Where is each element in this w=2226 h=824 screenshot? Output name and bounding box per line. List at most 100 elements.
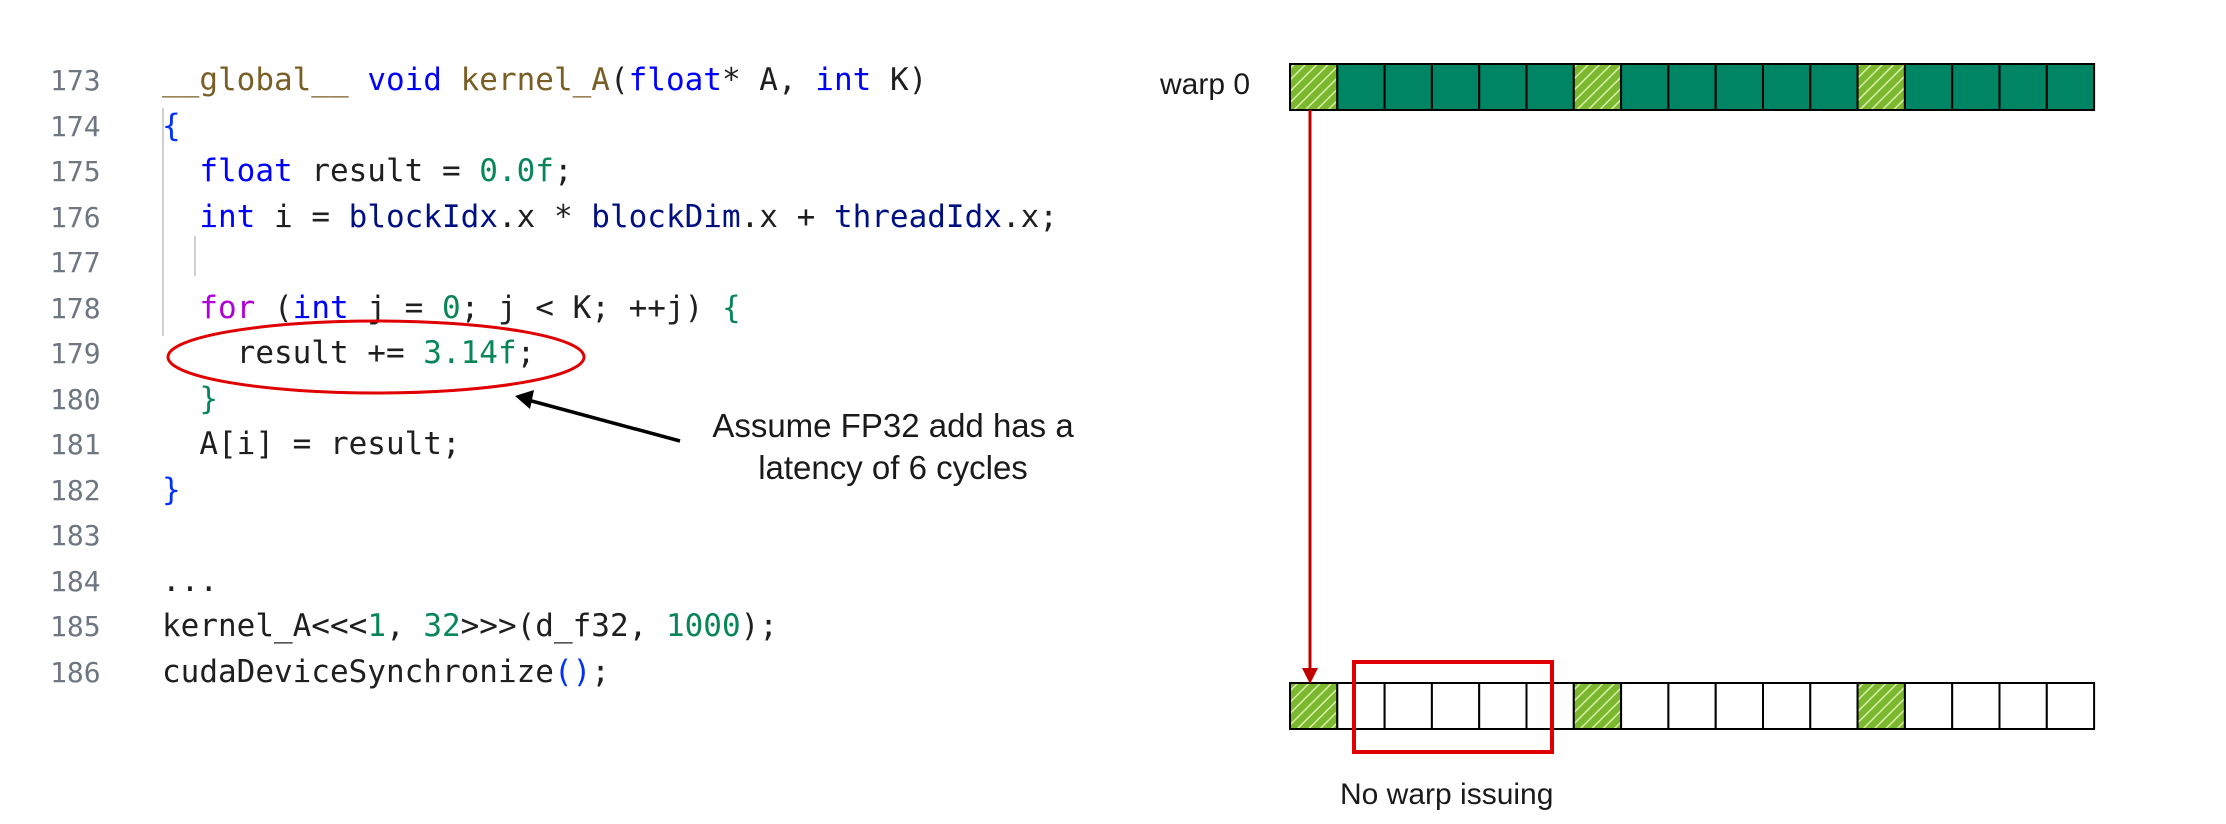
line-number: 177 — [50, 246, 101, 279]
cycle-cell — [1620, 63, 1670, 111]
code-token: K) — [871, 62, 928, 98]
line-number: 173 — [50, 64, 101, 97]
warp-row-issue — [1289, 682, 2096, 730]
indent-guide — [162, 108, 164, 336]
code-token: cudaDeviceSynchronize — [162, 653, 554, 690]
cycle-cell — [1336, 682, 1386, 730]
cycle-cell — [1903, 682, 1954, 730]
highlight-ellipse — [166, 319, 586, 395]
issue-cycle-cell — [1572, 682, 1623, 730]
annotation-line-1: Assume FP32 add has a — [712, 407, 1074, 444]
code-token: kernel_A<<< — [162, 608, 368, 644]
cycle-cell — [1998, 63, 2048, 111]
indent-guide — [194, 236, 196, 276]
timeline-arrowhead — [1302, 668, 1318, 684]
line-number: 178 — [50, 291, 101, 325]
code-token: 0 — [441, 289, 461, 326]
code-token: __global__ — [162, 62, 349, 98]
warp-row-active — [1289, 63, 2096, 111]
code-token: blockDim — [591, 198, 741, 235]
issue-cycle-cell — [1289, 682, 1339, 730]
code-token: ( — [609, 62, 629, 98]
code-token: ... — [162, 562, 218, 599]
code-line: } — [162, 381, 218, 417]
code-token: } — [162, 471, 181, 508]
no-warp-issuing-label: No warp issuing — [1340, 778, 1554, 811]
line-number: 185 — [50, 610, 101, 643]
code-line: for (int j = 0; j < K; ++j) { — [162, 289, 741, 326]
code-token: ( — [255, 289, 293, 326]
cycle-cell — [1951, 682, 2001, 730]
cycle-cell — [1998, 682, 2048, 730]
code-token: int — [815, 62, 872, 98]
code-token: .x; — [1001, 198, 1058, 235]
cycle-cell — [1762, 63, 1812, 111]
code-token: ; — [553, 153, 573, 189]
annotation-arrowhead — [515, 390, 534, 409]
code-token: () — [553, 653, 592, 690]
annotation-line-2: latency of 6 cycles — [758, 449, 1028, 486]
code-token: 1 — [367, 608, 386, 644]
cycle-cell — [1714, 682, 1764, 730]
code-token: for — [199, 289, 256, 326]
code-token: ; — [591, 653, 610, 690]
line-number: 174 — [50, 109, 101, 143]
code-token: 32 — [423, 608, 461, 644]
cycle-cell — [1430, 63, 1481, 111]
code-token: .x + — [740, 198, 834, 235]
code-token: float — [199, 153, 293, 189]
line-number: 175 — [50, 155, 101, 188]
code-token: result = — [292, 153, 480, 189]
cycle-cell — [1620, 682, 1670, 730]
cycle-cell — [1714, 63, 1764, 111]
cycle-cell — [1809, 682, 1859, 730]
line-number: 176 — [50, 200, 101, 234]
idle-highlight-box — [1352, 660, 1554, 754]
code-line: kernel_A<<<1, 32>>>(d_f32, 1000); — [162, 608, 778, 644]
line-number: 184 — [50, 564, 101, 598]
issue-cycle-cell — [1572, 63, 1623, 111]
code-token: .x * — [497, 198, 592, 235]
code-token: * A, — [721, 62, 816, 98]
line-number: 180 — [50, 382, 101, 416]
cycle-cell — [2045, 682, 2096, 730]
code-token: void — [367, 62, 442, 98]
code-token: int — [292, 289, 349, 326]
annotation-arrow — [527, 398, 681, 443]
cycle-cell — [1478, 63, 1528, 111]
code-token: ; j < K; ++j) — [460, 289, 722, 326]
issue-cycle-cell — [1856, 63, 1906, 111]
line-number: 186 — [50, 655, 101, 689]
cycle-cell — [2045, 63, 2096, 111]
code-line: A[i] = result; — [162, 426, 460, 462]
cycle-cell — [1383, 63, 1433, 111]
cycle-cell — [1667, 682, 1717, 730]
line-number: 183 — [50, 519, 101, 552]
code-line: int i = blockIdx.x * blockDim.x + thread… — [162, 199, 1058, 235]
code-token: 3.14f — [423, 335, 517, 371]
cycle-cell — [1809, 63, 1859, 111]
code-token: 1000 — [665, 608, 741, 644]
line-number: 182 — [50, 473, 101, 507]
code-line: __global__ void kernel_A(float* A, int K… — [162, 62, 927, 98]
cycle-cell — [1478, 682, 1528, 730]
code-line: result += 3.14f; — [162, 335, 536, 371]
code-token: threadIdx — [833, 198, 1002, 235]
code-token: } — [199, 380, 218, 417]
line-number: 181 — [50, 428, 101, 461]
cycle-cell — [1762, 682, 1812, 730]
code-token: j = — [348, 289, 442, 326]
issue-cycle-cell — [1289, 63, 1339, 111]
warp-label: warp 0 — [1160, 68, 1251, 101]
code-token: i = — [255, 198, 349, 235]
cycle-cell — [1336, 63, 1386, 111]
code-token: result += — [162, 335, 424, 371]
code-token: kernel_A — [460, 62, 610, 98]
code-token: { — [721, 289, 741, 326]
code-token: 0.0f — [479, 153, 554, 189]
code-token: int — [199, 198, 256, 235]
code-token: , — [385, 608, 424, 644]
code-line: ... — [162, 563, 218, 599]
